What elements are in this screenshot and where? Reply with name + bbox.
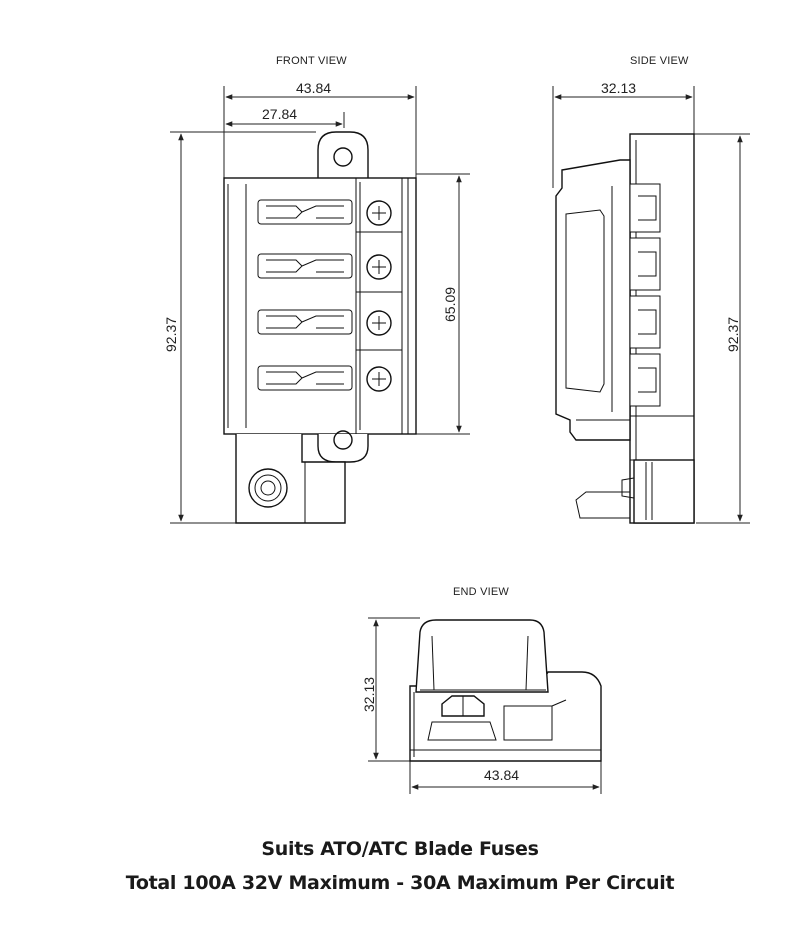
end-height-dimension: 32.13: [361, 677, 377, 712]
front-view-title: FRONT VIEW: [276, 55, 347, 67]
side-terminals: [629, 183, 661, 407]
end-view-title: END VIEW: [453, 586, 509, 598]
end-width-dimension: 43.84: [484, 767, 519, 783]
caption-ratings: Total 100A 32V Maximum - 30A Maximum Per…: [125, 872, 675, 894]
front-width-dimension: 43.84: [296, 80, 331, 96]
side-height-dimension: 92.37: [725, 317, 741, 352]
front-height-dimension: 92.37: [163, 317, 179, 352]
end-view: END VIEW 32.13 43.84: [361, 586, 602, 794]
front-view: FRONT VIEW 43.84 27.84 92.37 65.09: [163, 55, 470, 524]
front-span-dimension: 65.09: [442, 287, 458, 322]
side-width-dimension: 32.13: [601, 80, 636, 96]
side-view: SIDE VIEW 32.13 92.37: [552, 55, 750, 524]
fuse-slot-1: [257, 199, 402, 233]
fuse-slot-4: [257, 365, 392, 392]
front-inner-dimension: 27.84: [262, 106, 297, 122]
side-view-title: SIDE VIEW: [630, 55, 689, 67]
fuse-slot-2: [257, 253, 402, 293]
caption-fuse-type: Suits ATO/ATC Blade Fuses: [261, 838, 539, 860]
fuse-slot-3: [257, 309, 402, 351]
